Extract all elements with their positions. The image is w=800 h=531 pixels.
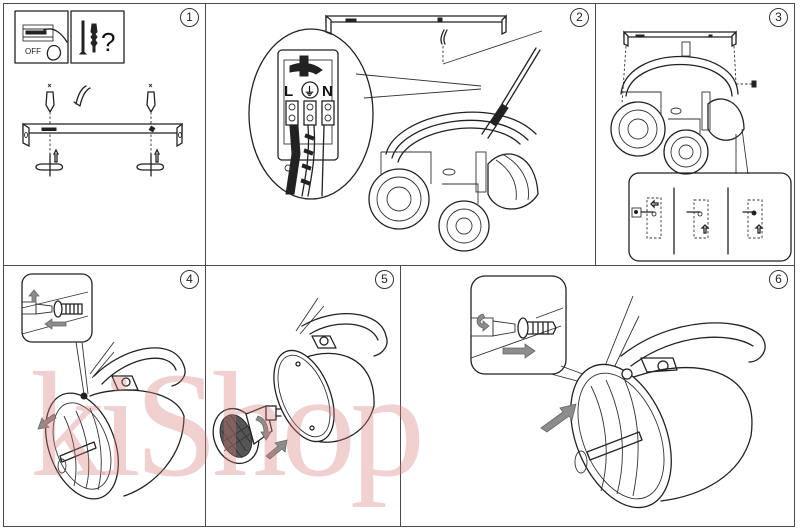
mounting-bracket — [622, 32, 756, 104]
lamp-head — [262, 298, 387, 450]
step-6-panel: 6 — [400, 265, 795, 527]
pull-arrow-icon — [45, 319, 66, 329]
step-5-panel: 5 — [205, 265, 401, 527]
terminal-label-neutral: N — [322, 83, 333, 100]
wall-plug-right — [147, 84, 155, 162]
step-6-drawing — [401, 266, 795, 527]
screw-left — [36, 150, 63, 176]
insert-arrow-icon — [266, 440, 287, 459]
mounting-bracket — [326, 16, 542, 64]
step-5-drawing — [206, 266, 401, 527]
step-4-panel: 4 — [3, 265, 206, 527]
spotlight-fixture — [611, 42, 748, 174]
step-4-drawing — [4, 266, 206, 527]
set-screw-callout — [22, 274, 92, 394]
wire-clip-icon — [74, 86, 90, 106]
question-icon: ? — [101, 27, 115, 57]
mounting-bracket — [23, 124, 182, 146]
step-3-drawing — [596, 4, 795, 266]
step-1-panel: 1 OFF ? — [3, 3, 206, 266]
breaker-off-icon: OFF — [15, 11, 68, 63]
spotlight-fixture — [369, 112, 538, 251]
wall-plug-left — [46, 84, 54, 162]
halogen-bulb — [206, 402, 287, 470]
lamp-head — [32, 342, 185, 509]
off-label: OFF — [25, 47, 41, 56]
push-arrow-icon — [503, 344, 535, 358]
terminal-label-earth: ⏚ — [304, 85, 315, 98]
step-2-panel: 2 — [205, 3, 596, 266]
step-1-drawing: OFF ? — [4, 4, 206, 266]
rotate-arrow-icon — [29, 290, 39, 302]
attach-arrow-icon — [541, 404, 576, 432]
screw-icon — [752, 81, 756, 87]
step-2-drawing: L ⏚ N — [206, 4, 596, 266]
screwdriver-icon — [482, 48, 540, 138]
bracket-detail-callout — [629, 173, 791, 261]
terminal-label-live: L — [284, 83, 293, 100]
tighten-arrow-icon — [477, 314, 489, 331]
screw-right — [137, 150, 164, 176]
step-3-panel: 3 — [595, 3, 795, 266]
lamp-head — [541, 296, 765, 522]
screw-and-plug-icon — [71, 11, 124, 63]
